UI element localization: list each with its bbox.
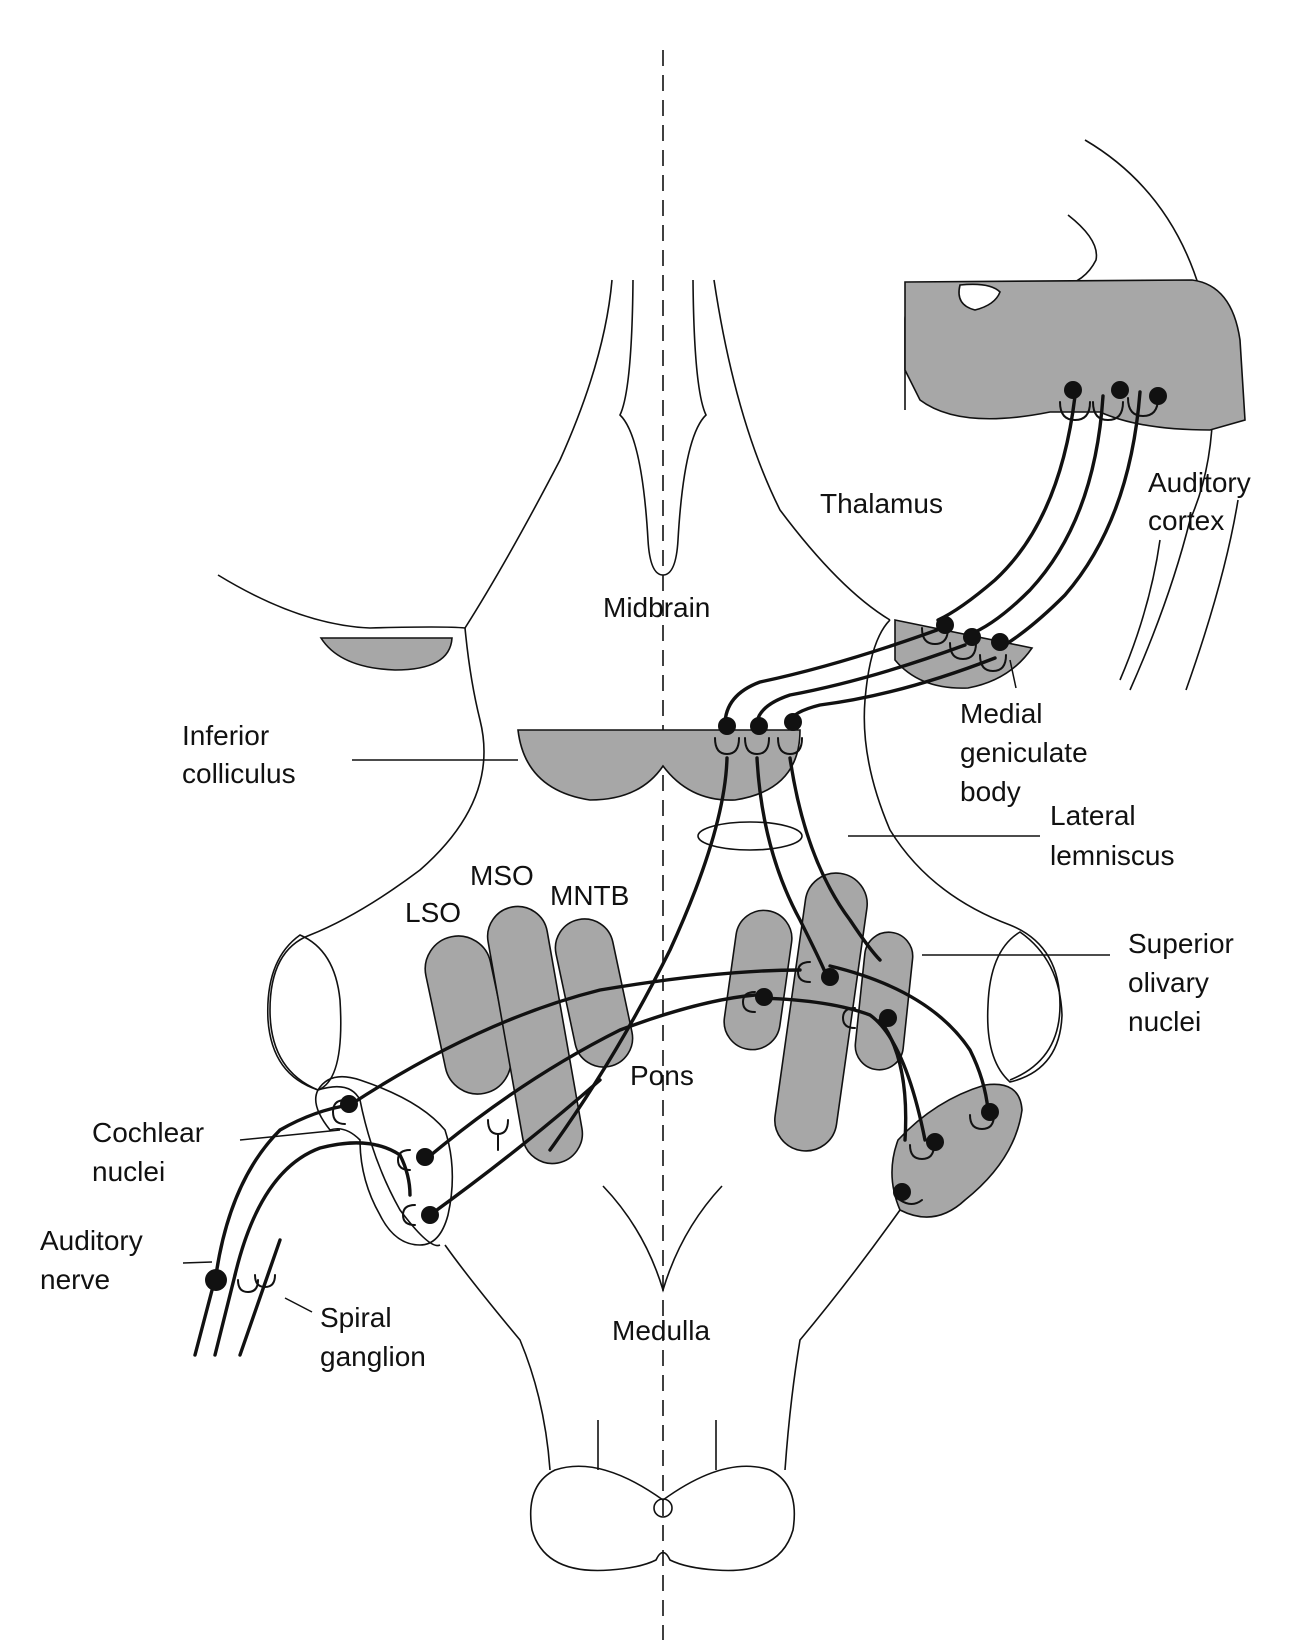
brainstem-outline-right [784,619,1061,1471]
tract-mso-branch [878,1018,908,1142]
tract-right-olive-out-2 [828,964,990,1112]
tract-cn-to-sol [348,968,802,1107]
lso-right [723,909,793,1051]
label-mntb: MNTB [550,880,629,911]
tract-right-olive-out [758,996,927,1142]
leader-spiral-ganglion [284,1297,313,1313]
cortex-arc-inner [1119,539,1161,681]
cortex-sulcus [958,283,1001,311]
label-auditory-nerve: Auditory nerve [40,1225,151,1295]
lateral-lemniscus-ring [697,821,803,851]
fiber-3 [238,1238,282,1357]
inferior-colliculus-left-region [319,637,453,671]
cortex-arc-mid [1185,499,1239,691]
medial-geniculate-region [894,619,1034,689]
label-mso: MSO [470,860,534,891]
tract-cortex-2 [966,394,1105,637]
label-spiral-ganglion: Spiral ganglion [320,1302,426,1372]
midbrain-outline [619,279,707,576]
leader-cochlear-nuclei [239,1129,341,1141]
medulla-v [602,1185,723,1293]
tract-ic-to-lso [788,756,882,962]
label-medial-geniculate-body: Medial geniculate body [960,698,1095,807]
tract-cortex-3 [998,390,1142,650]
label-midbrain: Midbrain [603,592,710,623]
inferior-colliculus-region [517,729,801,801]
brainstem-outline-left [269,627,551,1471]
leader-auditory-nerve [182,1261,213,1264]
label-inferior-colliculus: Inferior colliculus [182,720,296,789]
cochlear-nucleus-outline [314,1075,454,1246]
label-medulla: Medulla [612,1315,710,1346]
pons-lobe-right [986,931,1063,1083]
label-thalamus: Thalamus [820,488,943,519]
tract-ic-to-mso [755,756,827,974]
label-lateral-lemniscus: Lateral lemniscus [1050,800,1174,871]
thalamus-outline-right [713,279,891,621]
tract-cortex-1 [936,394,1077,622]
tract-auditory-nerve [214,1103,352,1277]
mso-left [486,905,584,1165]
mntb-right [854,931,914,1071]
mso-right [774,872,868,1152]
pons-lobe-left [266,934,342,1091]
label-cochlear-nuclei: Cochlear nuclei [92,1117,212,1187]
label-superior-olivary-nuclei: Superior olivary nuclei [1128,928,1242,1037]
tract-nerve-branch [233,1141,412,1277]
label-lso: LSO [405,897,461,928]
synapse-group [237,397,1159,1294]
central-canal [653,1498,673,1518]
leader-mgb [1009,659,1017,689]
tract-cn3 [428,1078,602,1217]
label-auditory-cortex: Auditory cortex [1148,467,1259,536]
cell-bodies [205,381,1167,1291]
fiber-2 [213,1273,237,1357]
tract-mgb-ic-1 [723,628,939,727]
spinal-cord-section [529,1465,796,1572]
tract-cn2-to-sor [423,993,757,1162]
tract-ic-to-left-mntb [548,756,729,1152]
thalamus-outline-left [217,279,613,629]
tract-mgb-ic-2 [755,643,967,724]
label-pons: Pons [630,1060,694,1091]
